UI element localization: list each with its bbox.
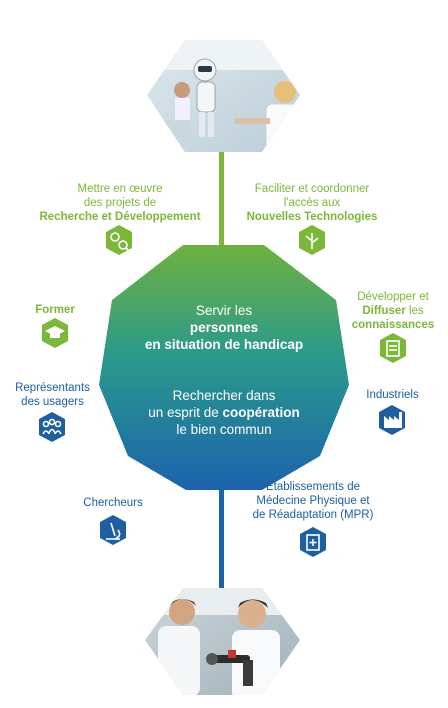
label-chercheurs: Chercheurs	[83, 497, 143, 509]
center-line3: en situation de handicap	[144, 337, 304, 352]
center-line1: Servir les	[195, 303, 253, 318]
center-vision-text: Rechercher dans un esprit de coopération…	[105, 387, 343, 438]
connector-line-bottom	[219, 470, 224, 590]
label-former: Former	[35, 304, 75, 316]
center-line5b: coopération	[222, 405, 300, 420]
center-octagon	[99, 245, 349, 490]
label-industriels: Industriels	[366, 389, 419, 401]
center-line2: personnes	[189, 320, 259, 335]
bottom-photo	[145, 588, 300, 695]
center-line4: Rechercher dans	[172, 388, 276, 403]
label-diffuser: Développer et Diffuser les connaissances	[351, 291, 435, 331]
center-mission-text: Servir les personnes en situation de han…	[105, 302, 343, 353]
group-icon	[39, 412, 65, 442]
label-usagers: Représentants des usagers	[15, 382, 90, 408]
center-line6: le bien commun	[176, 422, 272, 437]
label-rd: Mettre en œuvre des projets de Recherche…	[39, 183, 201, 223]
top-photo	[147, 40, 300, 152]
label-tech: Faciliter et coordonner l'accès aux Nouv…	[246, 183, 378, 223]
label-mpr: Établissements de Médecine Physique et d…	[252, 481, 374, 521]
document-icon	[380, 333, 406, 363]
connector-line-top	[219, 150, 224, 290]
center-line5a: un esprit de	[148, 405, 223, 420]
